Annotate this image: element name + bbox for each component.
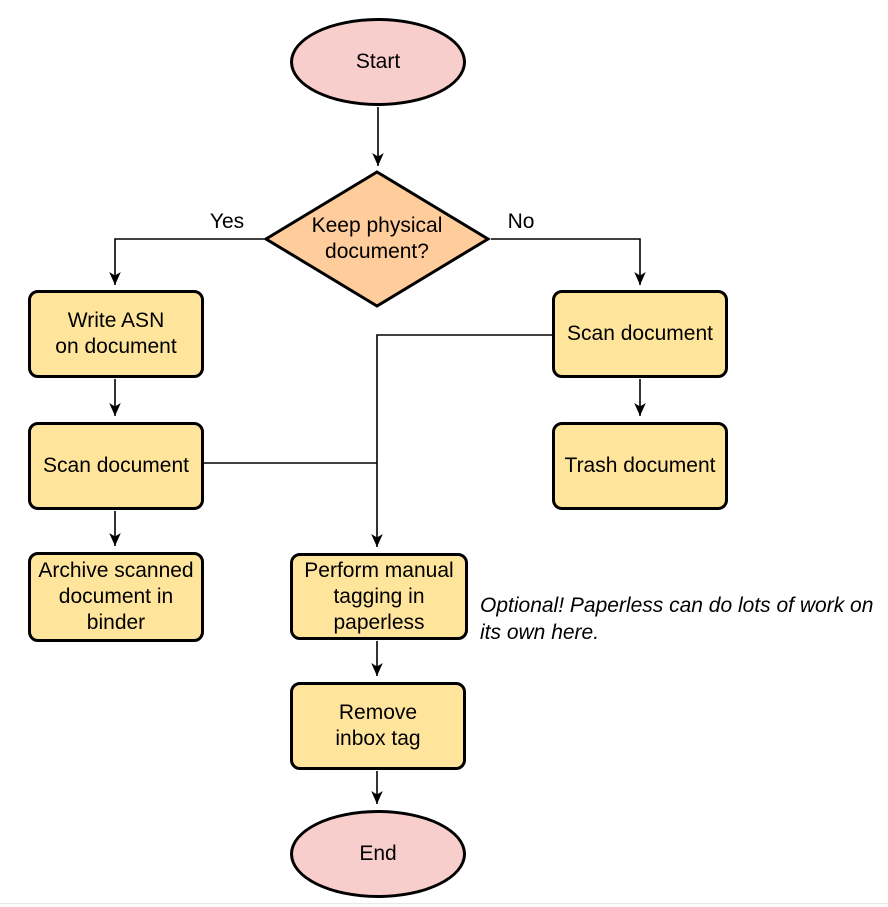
note-line-2: its own here. bbox=[480, 621, 600, 644]
node-write-asn: Write ASN on document bbox=[28, 290, 204, 378]
node-remove-inbox-tag: Remove inbox tag bbox=[290, 682, 466, 770]
edge-label-yes: Yes bbox=[209, 210, 245, 233]
edge-scan-right-to-tagging bbox=[371, 334, 552, 547]
node-trash-document: Trash document bbox=[552, 422, 728, 510]
node-decision-label: Keep physical document? bbox=[277, 212, 477, 266]
page-bottom-divider bbox=[0, 903, 888, 907]
write-asn-line-2: on document bbox=[55, 335, 177, 358]
optional-note: Optional! Paperless can do lots of work … bbox=[480, 592, 882, 646]
archive-line-3: binder bbox=[86, 611, 146, 634]
tagging-line-2: tagging in bbox=[333, 584, 425, 608]
node-start: Start bbox=[290, 18, 466, 106]
edge-label-no: No bbox=[507, 210, 535, 233]
decision-diamond-shape bbox=[263, 170, 491, 308]
archive-line-1: Archive scanned bbox=[38, 559, 194, 582]
tagging-line-3: paperless bbox=[333, 610, 425, 634]
node-manual-tagging: Perform manual tagging in paperless bbox=[290, 553, 468, 640]
archive-line-2: document in bbox=[58, 585, 174, 608]
decision-line-2: document? bbox=[325, 240, 429, 263]
trash-line-1: Trash document bbox=[564, 454, 716, 477]
decision-line-1: Keep physical bbox=[311, 214, 443, 237]
write-asn-line-1: Write ASN bbox=[67, 309, 165, 332]
edge-decision-no-to-scan-right bbox=[491, 238, 646, 285]
tagging-line-1: Perform manual bbox=[304, 558, 454, 582]
remove-inbox-line-2: inbox tag bbox=[335, 727, 421, 750]
scan-right-line-1: Scan document bbox=[567, 322, 713, 345]
node-start-label: Start bbox=[355, 50, 401, 73]
remove-inbox-line-1: Remove bbox=[338, 701, 418, 724]
node-end-label: End bbox=[359, 842, 397, 865]
edge-decision-yes-to-write-asn bbox=[109, 238, 264, 285]
note-line-1: Optional! Paperless can do lots of work … bbox=[480, 594, 874, 617]
node-scan-document-right: Scan document bbox=[552, 290, 728, 378]
node-scan-document-left: Scan document bbox=[28, 422, 204, 510]
node-end: End bbox=[290, 810, 466, 898]
scan-left-line-1: Scan document bbox=[43, 454, 189, 477]
node-archive-binder: Archive scanned document in binder bbox=[28, 552, 204, 642]
